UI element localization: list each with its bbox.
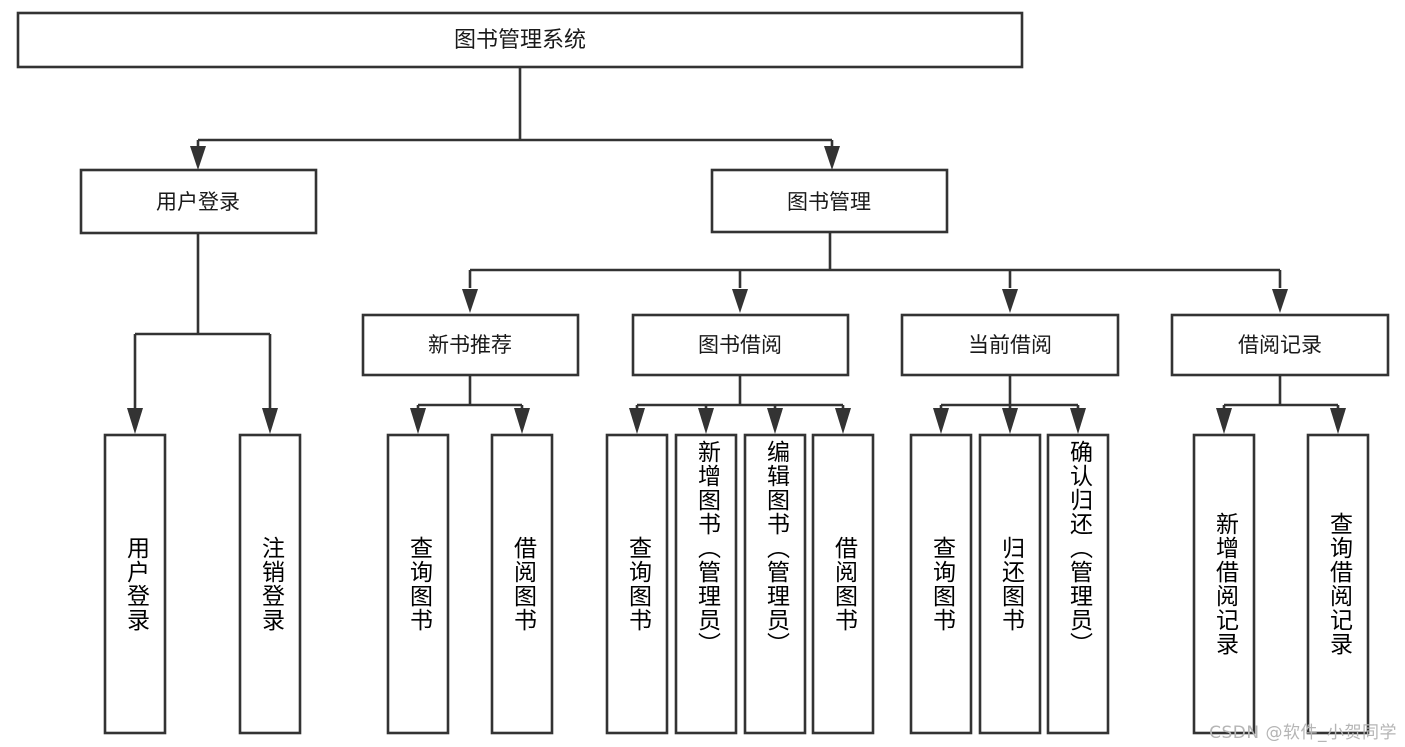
arrow-head-icon: [514, 408, 530, 434]
arrow-head-icon: [410, 408, 426, 434]
node-book-borrow[interactable]: 图书借阅: [631, 313, 850, 377]
csdn-watermark: CSDN @软件_小贺同学: [1209, 723, 1397, 743]
node-current-borrow[interactable]: 当前借阅: [900, 313, 1120, 377]
leaf-node-user-login[interactable]: [103, 433, 167, 735]
node-user-login[interactable]: 用户登录: [79, 168, 318, 235]
arrow-head-icon: [1272, 289, 1288, 313]
leaf-node-query-record[interactable]: [1306, 433, 1370, 735]
arrow-head-icon: [1216, 408, 1232, 434]
leaf-node-query-book-2[interactable]: [605, 433, 669, 735]
node-book-manage[interactable]: 图书管理: [710, 168, 949, 234]
connector-group-bookmanage-to-level3: [462, 232, 1288, 313]
node-current-borrow-label: 当前借阅: [968, 333, 1052, 357]
node-new-book-recommend[interactable]: 新书推荐: [361, 313, 580, 377]
leaf-node-return-book[interactable]: [978, 433, 1042, 735]
node-root[interactable]: 图书管理系统: [16, 11, 1024, 69]
connector-group-bookborrow-to-leaves: [629, 375, 851, 434]
connector-group-newbook-to-leaves: [410, 375, 530, 434]
arrow-head-icon: [698, 408, 714, 434]
leaf-node-add-record[interactable]: [1192, 433, 1256, 735]
arrow-head-icon: [835, 408, 851, 434]
node-book-manage-label: 图书管理: [787, 190, 871, 214]
leaf-node-query-book-1[interactable]: [386, 433, 450, 735]
connector-group-currentborrow-to-leaves: [933, 375, 1086, 434]
arrow-head-icon: [1330, 408, 1346, 434]
arrow-head-icon: [933, 408, 949, 434]
leaf-node-confirm-return[interactable]: [1046, 433, 1110, 735]
arrow-head-icon: [1070, 408, 1086, 434]
arrow-head-icon: [1002, 408, 1018, 434]
leaf-node-add-book[interactable]: [674, 433, 738, 735]
node-root-label: 图书管理系统: [454, 28, 586, 53]
leaf-node-user-logout[interactable]: [238, 433, 302, 735]
arrow-head-icon: [767, 408, 783, 434]
leaf-node-borrow-book-2[interactable]: [811, 433, 875, 735]
arrow-head-icon: [127, 408, 143, 434]
arrow-head-icon: [629, 408, 645, 434]
arrow-head-icon: [462, 289, 478, 313]
node-borrow-record[interactable]: 借阅记录: [1170, 313, 1390, 377]
leaf-node-borrow-book-1[interactable]: [490, 433, 554, 735]
node-user-login-label: 用户登录: [156, 190, 240, 214]
arrow-head-icon: [1002, 289, 1018, 313]
arrow-head-icon: [190, 146, 206, 170]
connector-group-borrowrecord-to-leaves: [1216, 375, 1346, 434]
arrow-head-icon: [262, 408, 278, 434]
arrow-head-icon: [824, 146, 840, 170]
connector-group-root-to-level2: [190, 67, 840, 170]
node-book-borrow-label: 图书借阅: [698, 333, 782, 357]
leaf-node-edit-book[interactable]: [743, 433, 807, 735]
node-borrow-record-label: 借阅记录: [1238, 333, 1322, 357]
leaf-node-query-book-3[interactable]: [909, 433, 973, 735]
arrow-head-icon: [732, 289, 748, 313]
node-new-book-recommend-label: 新书推荐: [428, 333, 512, 357]
connector-group-userlogin-to-leaves: [127, 233, 278, 434]
